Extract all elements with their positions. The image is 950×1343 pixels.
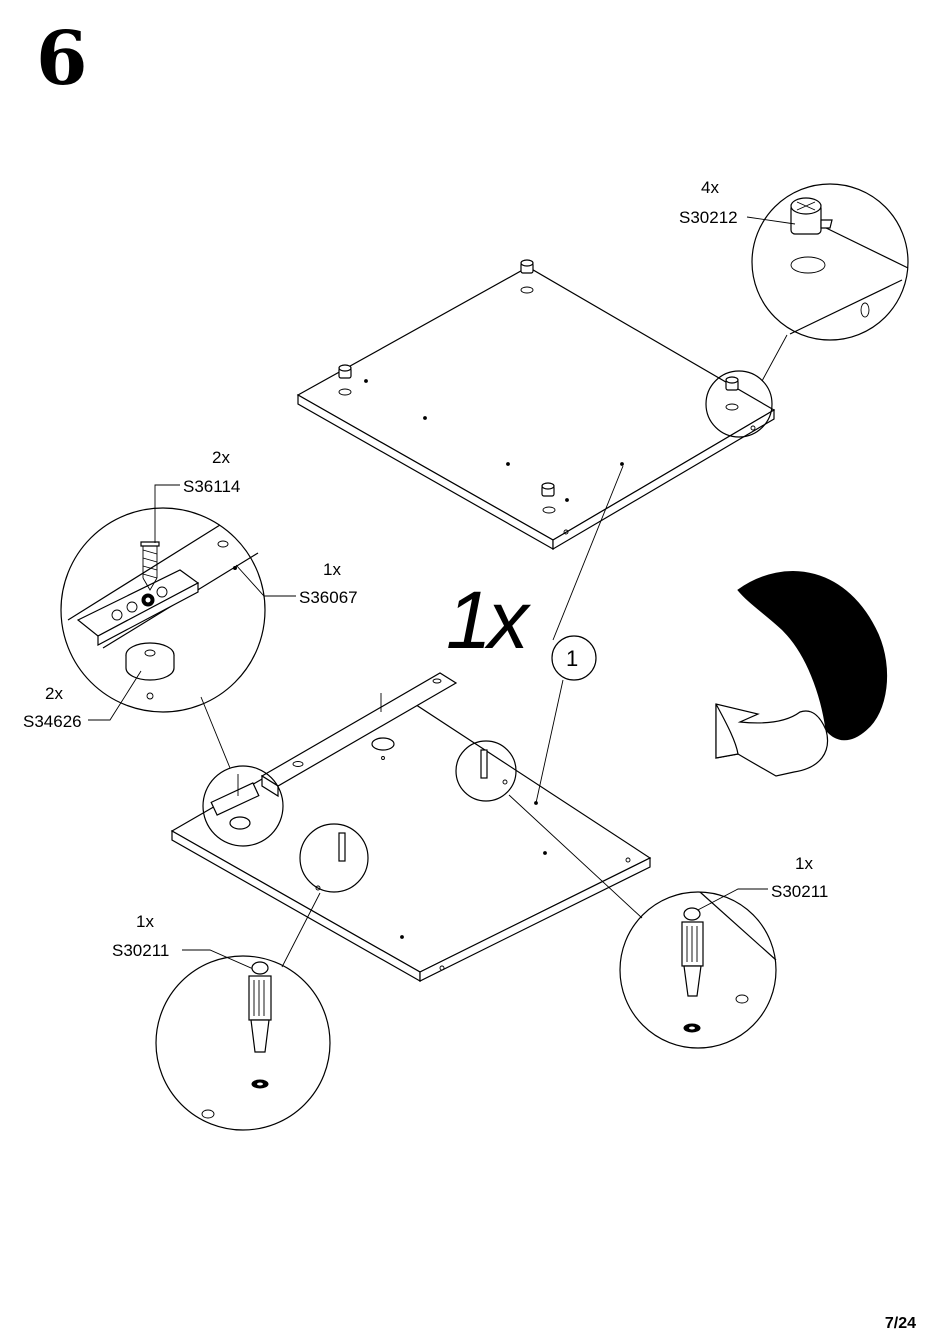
dowel-right-qty: 1x	[795, 854, 813, 873]
detail-dowel-left	[155, 949, 331, 1131]
dowel-left-code: S30211	[112, 941, 170, 960]
cam-lock-icon	[338, 259, 739, 497]
detail-dowel-small-left	[299, 823, 369, 893]
part-reference-circle	[551, 635, 597, 681]
detail-hinge-plate	[60, 507, 266, 713]
hinge-rail	[260, 672, 458, 798]
cam-code: S30212	[679, 208, 738, 227]
dowel-icon	[338, 749, 488, 862]
bottom-panel	[170, 696, 652, 983]
dowel-right-code: S30211	[771, 882, 829, 901]
detail-dowel-small-right	[455, 740, 517, 802]
dowel-left-qty: 1x	[136, 912, 154, 931]
screw-qty: 2x	[212, 448, 230, 467]
spacer-qty: 2x	[45, 684, 63, 703]
detail-hinge-small	[202, 765, 284, 847]
page-number: 7/24	[884, 1315, 916, 1332]
screw-code: S36114	[183, 477, 241, 496]
rotate-arrow-icon	[715, 571, 888, 777]
hinge-plate-code: S36067	[299, 588, 358, 607]
hinge-plate-qty: 1x	[323, 560, 341, 579]
spacer-code: S34626	[23, 712, 82, 731]
step-number: 6	[36, 16, 87, 102]
detail-cam-lock	[705, 183, 909, 438]
part-reference-number: 1	[566, 646, 579, 671]
quantity-label: 1x	[446, 575, 529, 666]
screw-icon	[140, 541, 160, 591]
top-panel	[296, 266, 776, 551]
cam-qty: 4x	[701, 178, 719, 197]
detail-dowel-right	[619, 888, 777, 1049]
